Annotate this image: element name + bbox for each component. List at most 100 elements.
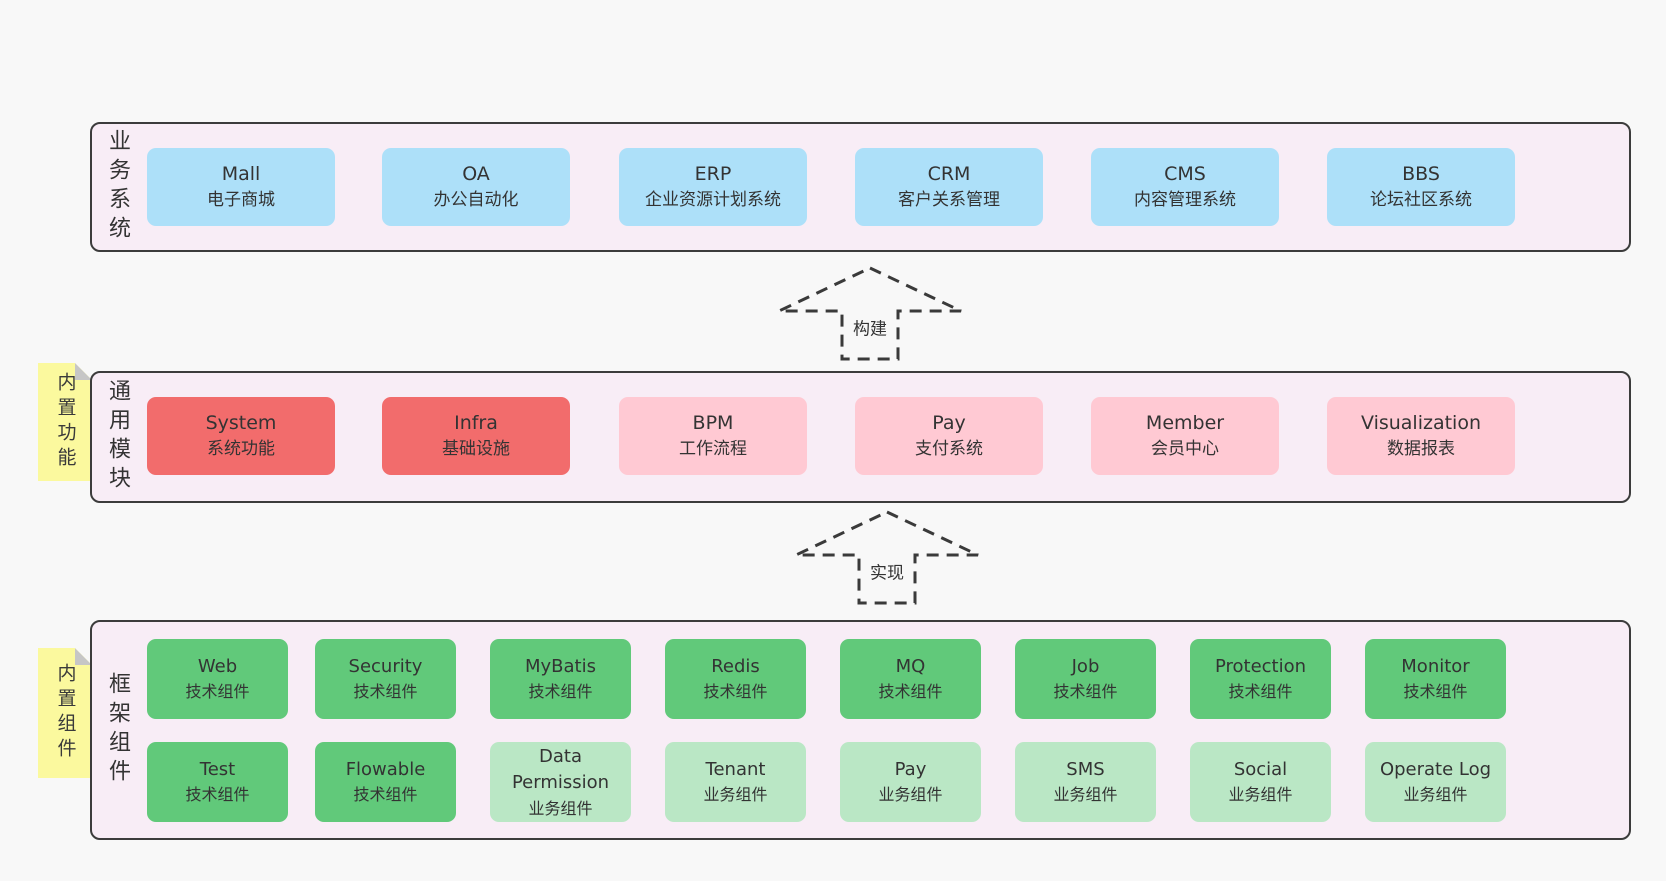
box-social-desc: 业务组件 — [1228, 785, 1293, 805]
box-infra: Infra 基础设施 — [382, 397, 570, 475]
box-test: Test 技术组件 — [147, 742, 288, 822]
sticky-builtin-components-label: 内置组件 — [54, 663, 77, 763]
box-pay-system-desc: 支付系统 — [915, 439, 983, 460]
box-web: Web 技术组件 — [147, 639, 288, 719]
box-protection: Protection 技术组件 — [1190, 639, 1331, 719]
implement-arrow: 实现 — [792, 510, 982, 605]
box-pay-system: Pay 支付系统 — [855, 397, 1043, 475]
box-member-name: Member — [1145, 411, 1225, 434]
sticky-builtin-features-label: 内置功能 — [54, 372, 77, 472]
implement-arrow-label: 实现 — [866, 557, 908, 585]
box-member: Member 会员中心 — [1091, 397, 1279, 475]
box-mall-name: Mall — [221, 162, 261, 185]
box-job-desc: 技术组件 — [1053, 682, 1118, 702]
layer-framework-components: 框架组件 Web 技术组件 Security 技术组件 MyBatis 技术组件… — [90, 620, 1631, 840]
box-mybatis: MyBatis 技术组件 — [490, 639, 631, 719]
box-redis-name: Redis — [711, 656, 760, 678]
sticky-note-builtin-components: 内置组件 — [38, 648, 92, 778]
box-data-permission-name: Data Permission — [511, 746, 610, 794]
box-oa-desc: 办公自动化 — [433, 190, 519, 211]
box-tenant: Tenant 业务组件 — [665, 742, 806, 822]
box-system-name: System — [205, 411, 277, 434]
box-member-desc: 会员中心 — [1151, 439, 1219, 460]
box-cms: CMS 内容管理系统 — [1091, 148, 1279, 226]
box-visualization: Visualization 数据报表 — [1327, 397, 1515, 475]
box-redis: Redis 技术组件 — [665, 639, 806, 719]
build-arrow-label: 构建 — [849, 313, 891, 341]
box-operate-log-desc: 业务组件 — [1403, 785, 1468, 805]
box-web-name: Web — [197, 656, 238, 678]
box-oa-name: OA — [462, 162, 490, 185]
box-security-desc: 技术组件 — [353, 682, 418, 702]
box-cms-name: CMS — [1164, 162, 1206, 185]
layer-business-systems: 业务系统 Mall 电子商城 OA 办公自动化 ERP 企业资源计划系统 CRM… — [90, 122, 1631, 252]
box-infra-name: Infra — [454, 411, 498, 434]
up-arrow-shape — [778, 266, 962, 361]
box-monitor-name: Monitor — [1401, 656, 1470, 678]
box-oa: OA 办公自动化 — [382, 148, 570, 226]
box-pay-system-name: Pay — [932, 411, 966, 434]
box-security-name: Security — [348, 656, 423, 678]
box-tenant-name: Tenant — [705, 759, 766, 781]
layer-label-framework-components: 框架组件 — [105, 672, 130, 788]
box-bpm-desc: 工作流程 — [679, 439, 747, 460]
box-infra-desc: 基础设施 — [442, 439, 510, 460]
box-redis-desc: 技术组件 — [703, 682, 768, 702]
box-erp: ERP 企业资源计划系统 — [619, 148, 807, 226]
box-operate-log-name: Operate Log — [1379, 759, 1492, 781]
box-bpm-name: BPM — [692, 411, 734, 434]
layer-common-modules: 通用模块 System 系统功能 Infra 基础设施 BPM 工作流程 Pay… — [90, 371, 1631, 503]
box-bbs-name: BBS — [1402, 162, 1440, 185]
box-test-desc: 技术组件 — [185, 785, 250, 805]
box-flowable: Flowable 技术组件 — [315, 742, 456, 822]
box-protection-desc: 技术组件 — [1228, 682, 1293, 702]
box-monitor: Monitor 技术组件 — [1365, 639, 1506, 719]
box-pay-component-desc: 业务组件 — [878, 785, 943, 805]
box-web-desc: 技术组件 — [185, 682, 250, 702]
box-cms-desc: 内容管理系统 — [1134, 190, 1236, 211]
box-sms-desc: 业务组件 — [1053, 785, 1118, 805]
build-arrow: 构建 — [775, 266, 965, 361]
box-flowable-desc: 技术组件 — [353, 785, 418, 805]
box-mybatis-desc: 技术组件 — [528, 682, 593, 702]
box-data-permission: Data Permission 业务组件 — [490, 742, 631, 822]
layer-label-common-modules: 通用模块 — [105, 379, 130, 495]
box-social: Social 业务组件 — [1190, 742, 1331, 822]
box-operate-log: Operate Log 业务组件 — [1365, 742, 1506, 822]
box-bbs-desc: 论坛社区系统 — [1370, 190, 1472, 211]
layer-label-business-systems: 业务系统 — [105, 129, 130, 245]
box-crm: CRM 客户关系管理 — [855, 148, 1043, 226]
box-system-desc: 系统功能 — [207, 439, 275, 460]
box-mall: Mall 电子商城 — [147, 148, 335, 226]
box-protection-name: Protection — [1214, 656, 1307, 678]
box-bbs: BBS 论坛社区系统 — [1327, 148, 1515, 226]
box-mq-desc: 技术组件 — [878, 682, 943, 702]
box-mq-name: MQ — [895, 656, 926, 678]
box-mq: MQ 技术组件 — [840, 639, 981, 719]
box-mybatis-name: MyBatis — [525, 656, 596, 678]
box-visualization-name: Visualization — [1360, 411, 1481, 434]
box-data-permission-desc: 业务组件 — [528, 798, 593, 818]
box-security: Security 技术组件 — [315, 639, 456, 719]
box-monitor-desc: 技术组件 — [1403, 682, 1468, 702]
box-erp-desc: 企业资源计划系统 — [645, 190, 781, 211]
box-tenant-desc: 业务组件 — [703, 785, 768, 805]
box-social-name: Social — [1233, 759, 1288, 781]
box-flowable-name: Flowable — [345, 759, 426, 781]
box-crm-desc: 客户关系管理 — [898, 190, 1000, 211]
up-arrow-shape — [795, 510, 979, 605]
box-bpm: BPM 工作流程 — [619, 397, 807, 475]
box-system: System 系统功能 — [147, 397, 335, 475]
box-mall-desc: 电子商城 — [207, 190, 275, 211]
box-sms-name: SMS — [1066, 759, 1105, 781]
box-job-name: Job — [1071, 656, 1100, 678]
box-sms: SMS 业务组件 — [1015, 742, 1156, 822]
box-visualization-desc: 数据报表 — [1387, 439, 1455, 460]
box-test-name: Test — [199, 759, 236, 781]
box-erp-name: ERP — [694, 162, 732, 185]
box-pay-component-name: Pay — [894, 759, 927, 781]
box-job: Job 技术组件 — [1015, 639, 1156, 719]
box-crm-name: CRM — [927, 162, 971, 185]
sticky-note-builtin-features: 内置功能 — [38, 363, 92, 481]
